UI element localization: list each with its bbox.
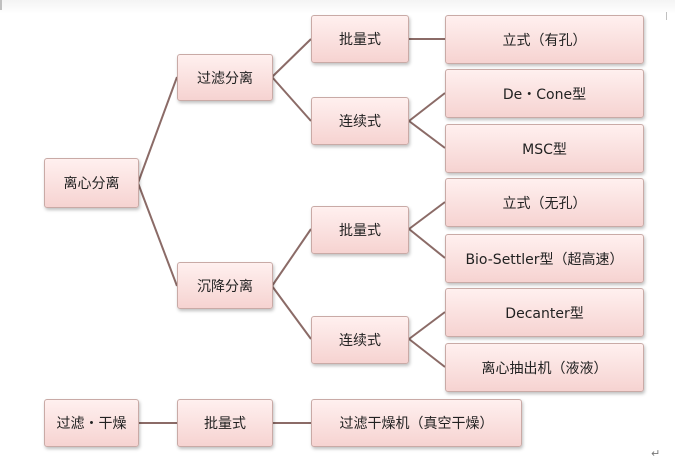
node-centrifugal-separation: 离心分离 <box>44 158 139 208</box>
connector-scont-extractor <box>408 338 446 368</box>
page-corner-mark-left <box>0 0 2 10</box>
node-biosettler-type: Bio-Settler型（超高速） <box>445 234 644 283</box>
connector-fcont-decone <box>408 92 446 122</box>
connector-scont-decanter <box>408 311 446 340</box>
connector-centrifugal-filtration <box>137 76 178 184</box>
node-filtration-drying-batch: 批量式 <box>177 399 273 447</box>
node-sedimentation-continuous: 连续式 <box>311 316 409 364</box>
node-filtration-separation: 过滤分离 <box>177 54 273 101</box>
connector-filtration-batch <box>271 38 312 78</box>
connector-sedimentation-batch <box>271 228 312 287</box>
connector-sedimentation-continuous <box>271 285 312 340</box>
node-filtration-batch: 批量式 <box>311 15 409 63</box>
page-corner-mark-right <box>666 12 667 20</box>
connector-sbatch-biosettler <box>408 228 446 259</box>
node-vertical-perforated: 立式（有孔） <box>445 15 644 64</box>
connector-fcont-msc <box>408 120 446 149</box>
paragraph-end-mark: ↵ <box>651 447 661 460</box>
connector-centrifugal-sedimentation <box>137 182 178 287</box>
node-filter-dryer: 过滤干燥机（真空干燥） <box>311 399 522 447</box>
connector-filtration-continuous <box>271 76 312 122</box>
page-top-shading <box>0 0 675 14</box>
node-decone-type: De・Cone型 <box>445 69 644 118</box>
node-msc-type: MSC型 <box>445 124 644 173</box>
node-decanter-type: Decanter型 <box>445 288 644 337</box>
node-sedimentation-batch: 批量式 <box>311 206 409 254</box>
node-sedimentation-separation: 沉降分离 <box>177 262 273 309</box>
node-vertical-solid: 立式（无孔） <box>445 178 644 227</box>
node-filtration-drying: 过滤・干燥 <box>44 399 139 447</box>
node-filtration-continuous: 连续式 <box>311 97 409 145</box>
connector-sbatch-vertical <box>408 201 446 230</box>
node-centrifugal-extractor: 离心抽出机（液液） <box>445 343 644 392</box>
